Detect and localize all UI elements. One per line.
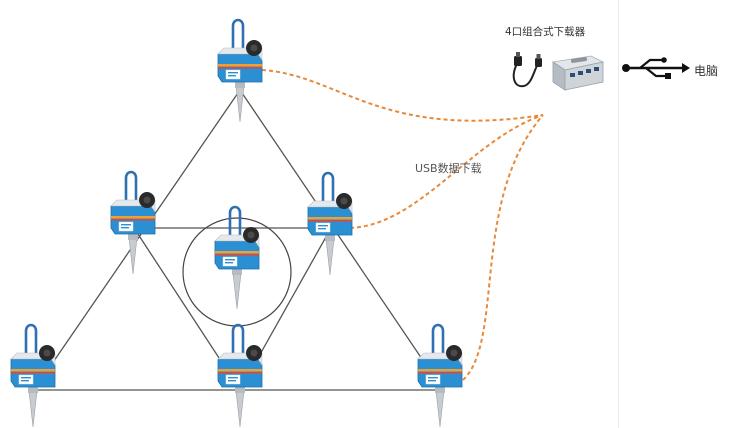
usb-link [349, 114, 544, 229]
mesh-line [239, 89, 444, 391]
sensor-bottom-left [10, 323, 56, 428]
usb-icon [622, 57, 690, 79]
computer-label: 电脑 [694, 64, 719, 78]
sensor-middle-left [110, 170, 156, 275]
device-group [10, 18, 463, 428]
hub-label: 4口组合式下载器 [505, 26, 586, 38]
usb-link [462, 114, 544, 381]
usb-hub-icon [551, 55, 605, 91]
sensor-bottom-right [417, 323, 463, 428]
usb-link [261, 69, 544, 122]
sensor-bottom-center [217, 323, 263, 428]
sensor-top [217, 18, 263, 123]
sensor-center [214, 205, 260, 310]
usb-download-label: USB数据下载 [415, 162, 482, 175]
usb-cable-icon [512, 52, 542, 88]
sensor-middle-right [307, 171, 353, 276]
usb-download-links [261, 69, 544, 381]
section-divider [618, 0, 619, 428]
